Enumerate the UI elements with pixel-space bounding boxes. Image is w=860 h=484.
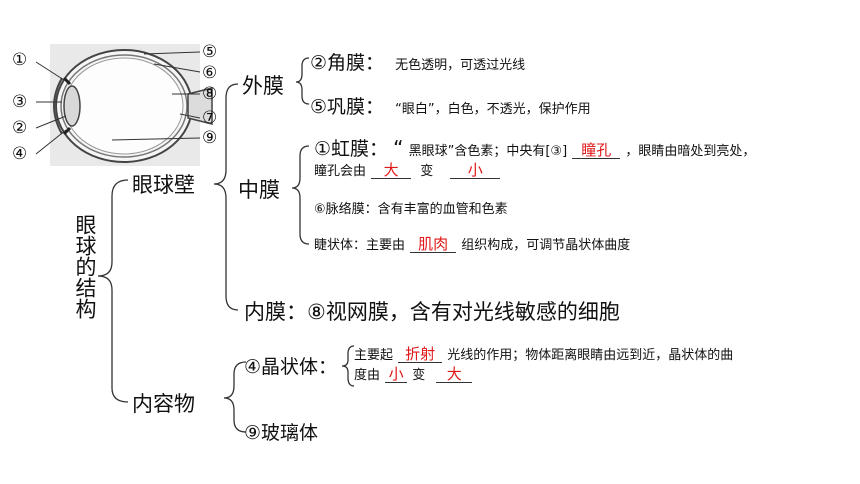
middle-membrane-label: 中膜 — [238, 178, 280, 202]
lens-desc-4: 变 — [412, 368, 426, 383]
root-label: 眼球的结构 — [73, 214, 97, 319]
eye-label-2: ② — [12, 118, 28, 138]
lens-answer-3: 大 — [436, 366, 473, 383]
pupil-answer: 瞳孔 — [572, 142, 621, 159]
iris-desc-1: 黑眼球”含色素；中央有[③] — [408, 144, 568, 159]
lens-desc-3: 度由 — [354, 368, 381, 383]
lens-desc-1: 主要起 — [354, 348, 394, 363]
root-bracket — [97, 179, 129, 403]
inner-membrane-label: 内膜：⑧视网膜，含有对光线敏感的细胞 — [244, 300, 620, 324]
vitreous-label: ⑨玻璃体 — [244, 422, 319, 444]
eye-label-6: ⑥ — [202, 63, 218, 83]
choroid-text: ⑥脉络膜：含有丰富的血管和色素 — [314, 202, 508, 217]
ciliary-desc-2: 组织构成，可调节晶状体曲度 — [461, 238, 631, 253]
contents-bracket — [223, 361, 247, 433]
lens-row-1: 主要起 折射 光线的作用；物体距离眼睛由远到近，晶状体的曲 — [354, 344, 733, 363]
sclera-desc: “眼白”，白色，不透光，保护作用 — [395, 102, 591, 117]
lens-name: ④晶状体： — [244, 356, 338, 378]
lens-answer-1: 折射 — [398, 346, 443, 363]
eye-label-3: ③ — [12, 92, 28, 112]
iris-name: ①虹膜： — [314, 138, 389, 160]
iris-row-2: 瞳孔会由 大 变 小 — [314, 160, 501, 179]
lens-row-2: 度由 小 变 大 — [354, 364, 473, 383]
lens-answer-2: 小 — [385, 366, 408, 383]
lens-bracket — [341, 345, 355, 387]
lens-desc-2: 光线的作用；物体距离眼睛由远到近，晶状体的曲 — [447, 348, 734, 363]
pupil-size-to: 小 — [450, 162, 501, 179]
eye-label-1: ① — [12, 50, 28, 70]
eye-label-8: ⑧ — [202, 84, 218, 104]
eyewall-label: 眼球壁 — [132, 173, 195, 197]
iris-desc-2: ，眼睛由暗处到亮处， — [625, 144, 756, 159]
iris-quote: “ — [393, 136, 404, 160]
middle-bracket — [291, 145, 310, 245]
pupil-size-from: 大 — [371, 162, 412, 179]
contents-label: 内容物 — [132, 392, 195, 416]
sclera-row: ⑤巩膜： “眼白”，白色，不透光，保护作用 — [310, 92, 591, 119]
ciliary-answer: 肌肉 — [410, 236, 457, 253]
iris-desc-3: 瞳孔会由 — [314, 164, 367, 179]
sclera-name: ⑤巩膜： — [310, 96, 385, 118]
cornea-row: ②角膜： 无色透明，可透过光线 — [310, 48, 525, 75]
eye-label-4: ④ — [12, 144, 28, 164]
eye-label-7: ⑦ — [202, 108, 218, 128]
outer-membrane-label: 外膜 — [242, 74, 284, 98]
ciliary-row: 睫状体：主要由 肌肉 组织构成，可调节晶状体曲度 — [314, 234, 630, 253]
cornea-desc: 无色透明，可透过光线 — [395, 58, 526, 73]
eye-label-5: ⑤ — [202, 42, 218, 62]
eye-label-9: ⑨ — [202, 128, 218, 148]
cornea-name: ②角膜： — [310, 52, 385, 74]
outer-bracket — [295, 57, 310, 105]
iris-desc-4: 变 — [420, 164, 434, 179]
iris-row: ①虹膜： “ 黑眼球”含色素；中央有[③] 瞳孔 ，眼睛由暗处到亮处， — [314, 134, 755, 161]
eye-diagram: ① ③ ② ④ ⑤ ⑥ ⑧ ⑦ ⑨ — [12, 40, 224, 172]
ciliary-desc-1: 睫状体：主要由 — [314, 238, 406, 253]
eye-cross-section — [35, 44, 213, 166]
wall-bracket — [213, 83, 239, 311]
